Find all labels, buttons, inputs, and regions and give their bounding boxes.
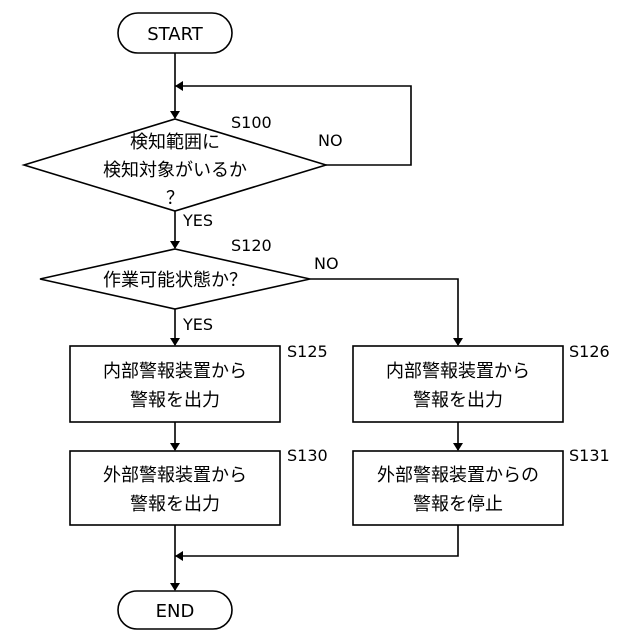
arrowhead-s100 <box>170 111 180 119</box>
decision-detect-line1: 検知範囲に <box>130 132 220 153</box>
decision-workable-text: 作業可能状態か？ <box>103 270 247 291</box>
decision-detect-line2: 検知対象がいるか <box>103 160 247 181</box>
process-s125-line2: 警報を出力 <box>130 390 220 411</box>
start-terminal: START <box>118 13 232 53</box>
arrowhead-s120 <box>170 241 180 249</box>
process-s130-line2: 警報を出力 <box>130 494 220 515</box>
connector-s131-merge <box>175 525 458 556</box>
process-s131-stop-external-alarm: 外部警報装置からの 警報を停止 <box>353 451 563 525</box>
connector-s120-s126 <box>310 279 458 345</box>
process-s125-line1: 内部警報装置から <box>103 361 247 382</box>
step-label-s120: S120 <box>231 236 272 255</box>
step-label-s131: S131 <box>569 446 610 465</box>
step-label-s126: S126 <box>569 342 610 361</box>
arrowhead-s126 <box>453 338 463 346</box>
decision-detect-line3: ？ <box>166 188 184 209</box>
yes-label-s100: YES <box>182 211 213 230</box>
process-s130-line1: 外部警報装置から <box>103 465 247 486</box>
process-s126-internal-alarm: 内部警報装置から 警報を出力 <box>353 346 563 422</box>
process-s131-line1: 外部警報装置からの <box>377 465 539 486</box>
no-label-s100: NO <box>318 131 343 150</box>
end-label: END <box>156 601 195 622</box>
arrowhead-s131 <box>453 443 463 451</box>
arrowhead-s125 <box>170 338 180 346</box>
arrowhead-loop <box>175 81 183 91</box>
process-s126-line2: 警報を出力 <box>413 390 503 411</box>
process-s131-line2: 警報を停止 <box>413 494 503 515</box>
yes-label-s120: YES <box>182 315 213 334</box>
process-s130-external-alarm: 外部警報装置から 警報を出力 <box>70 451 280 525</box>
process-s125-internal-alarm: 内部警報装置から 警報を出力 <box>70 346 280 422</box>
step-label-s100: S100 <box>231 113 272 132</box>
arrowhead-end <box>170 583 180 591</box>
end-terminal: END <box>118 591 232 629</box>
arrowhead-merge <box>175 551 183 561</box>
start-label: START <box>147 24 204 45</box>
step-label-s130: S130 <box>287 446 328 465</box>
no-label-s120: NO <box>314 254 339 273</box>
decision-workable-state: 作業可能状態か？ <box>40 249 310 309</box>
decision-detect-target: 検知範囲に 検知対象がいるか ？ <box>24 119 326 211</box>
arrowhead-s130 <box>170 443 180 451</box>
process-s126-line1: 内部警報装置から <box>386 361 530 382</box>
step-label-s125: S125 <box>287 342 328 361</box>
